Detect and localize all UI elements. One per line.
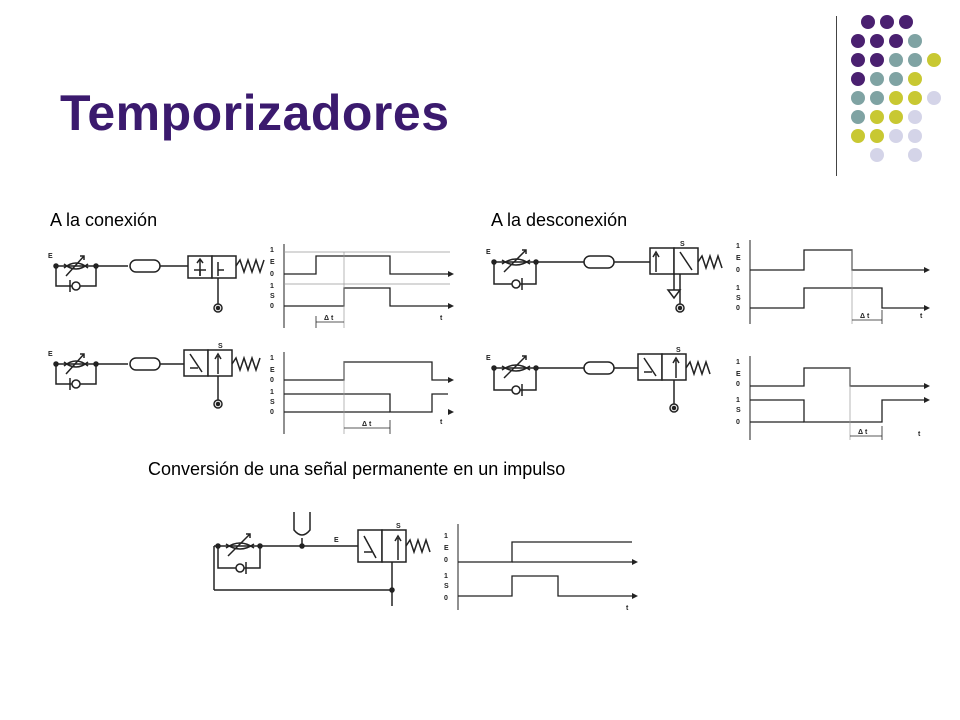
label-connection: A la conexión — [50, 210, 158, 230]
dot — [908, 110, 922, 124]
slide-title: Temporizadores — [60, 85, 450, 141]
label-zero: 0 — [444, 595, 448, 602]
label-s: S — [270, 293, 275, 300]
timing-connection-no: 1 E 0 1 S 0 Δ t t — [270, 352, 454, 434]
dot — [889, 110, 903, 124]
label-e: E — [334, 537, 339, 544]
label-s: S — [676, 347, 681, 354]
timing-disconnection-top: 1 E 0 1 S 0 Δ t t — [736, 240, 930, 324]
dot — [870, 53, 884, 67]
label-one: 1 — [736, 243, 740, 250]
dot — [889, 129, 903, 143]
label-one: 1 — [444, 573, 448, 580]
circuit-disconnection-top: E S — [486, 241, 723, 313]
label-delta-t: Δ t — [858, 429, 868, 436]
dot — [889, 34, 903, 48]
label-t: t — [626, 605, 629, 612]
label-e: E — [736, 371, 741, 378]
label-zero: 0 — [270, 377, 274, 384]
label-zero: 0 — [444, 557, 448, 564]
timing-disconnection-bottom: 1 E 0 1 S 0 Δ t t — [736, 356, 930, 440]
dot — [908, 72, 922, 86]
label-zero: 0 — [736, 381, 740, 388]
title-divider — [836, 16, 837, 176]
dot — [851, 53, 865, 67]
dot — [927, 91, 941, 105]
dot — [880, 15, 894, 29]
dot — [908, 34, 922, 48]
dot — [908, 129, 922, 143]
label-one: 1 — [736, 359, 740, 366]
dot — [908, 148, 922, 162]
label-e: E — [486, 249, 491, 256]
label-delta-t: Δ t — [324, 315, 334, 322]
dot — [908, 91, 922, 105]
label-s: S — [736, 407, 741, 414]
dot — [889, 72, 903, 86]
timing-connection-nc: 1 E 0 1 S 0 Δ t t — [270, 244, 454, 328]
label-one: 1 — [270, 355, 274, 362]
label-s: S — [736, 295, 741, 302]
label-zero: 0 — [736, 267, 740, 274]
label-s: S — [396, 523, 401, 530]
label-delta-t: Δ t — [860, 313, 870, 320]
dot — [927, 53, 941, 67]
label-e: E — [48, 253, 53, 260]
dot — [870, 72, 884, 86]
dot — [851, 72, 865, 86]
label-one: 1 — [270, 389, 274, 396]
label-e: E — [486, 355, 491, 362]
circuit-conversion: E S — [213, 512, 431, 606]
circuit-disconnection-bottom: E S — [486, 347, 711, 413]
label-one: 1 — [270, 247, 274, 254]
circuit-connection-nc: E — [48, 253, 265, 313]
label-e: E — [270, 259, 275, 266]
label-t: t — [440, 419, 443, 426]
dot — [870, 34, 884, 48]
dot — [870, 129, 884, 143]
label-one: 1 — [736, 285, 740, 292]
dot — [870, 91, 884, 105]
label-disconnection: A la desconexión — [491, 210, 628, 230]
dot — [851, 91, 865, 105]
dot — [851, 34, 865, 48]
decorative-dot-grid — [846, 12, 946, 162]
label-e: E — [270, 367, 275, 374]
circuit-connection-no: E S — [48, 343, 261, 409]
label-s: S — [218, 343, 223, 350]
dot — [899, 15, 913, 29]
dot — [889, 53, 903, 67]
label-conversion: Conversión de una señal permanente en un… — [148, 459, 566, 479]
dot — [889, 91, 903, 105]
label-zero: 0 — [270, 409, 274, 416]
dot — [908, 53, 922, 67]
label-zero: 0 — [736, 305, 740, 312]
dot — [870, 110, 884, 124]
timing-conversion: 1 E 0 1 S 0 t — [444, 524, 638, 612]
label-s: S — [680, 241, 685, 248]
label-e: E — [736, 255, 741, 262]
label-s: S — [444, 583, 449, 590]
label-one: 1 — [444, 533, 448, 540]
label-t: t — [918, 431, 921, 438]
dot — [851, 129, 865, 143]
label-zero: 0 — [270, 303, 274, 310]
label-t: t — [440, 315, 443, 322]
label-one: 1 — [736, 397, 740, 404]
label-zero: 0 — [736, 419, 740, 426]
dot — [870, 148, 884, 162]
label-s: S — [270, 399, 275, 406]
label-delta-t: Δ t — [362, 421, 372, 428]
label-zero: 0 — [270, 271, 274, 278]
dot — [851, 110, 865, 124]
label-e: E — [48, 351, 53, 358]
label-e: E — [444, 545, 449, 552]
label-one: 1 — [270, 283, 274, 290]
dot — [861, 15, 875, 29]
label-t: t — [920, 313, 923, 320]
